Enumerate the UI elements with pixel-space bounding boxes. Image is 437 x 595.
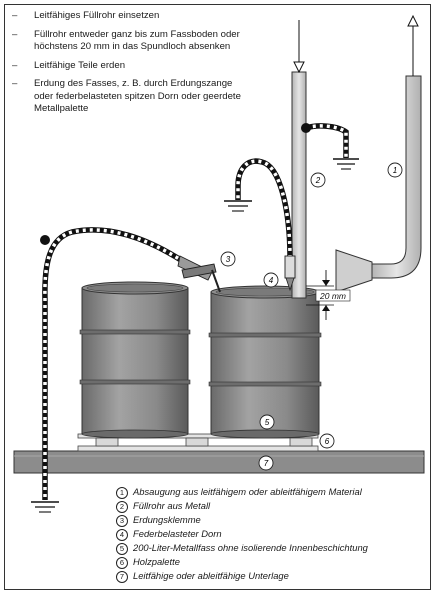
callout-6: 6 <box>319 433 335 449</box>
figure-frame <box>4 4 431 590</box>
callout-4: 4 <box>263 272 279 288</box>
instruction-list: – Leitfähiges Füllrohr einsetzen – Füllroh… <box>8 10 248 122</box>
legend-text: Füllrohr aus Metall <box>133 500 211 511</box>
legend-item: 1 Absaugung aus leitfähigem oder ableitfä… <box>116 485 368 499</box>
legend-list: 1 Absaugung aus leitfähigem oder ableitfä… <box>116 485 368 583</box>
legend-text: Federbelasteter Dorn <box>133 528 222 539</box>
legend-number: 7 <box>116 571 128 583</box>
legend-number: 6 <box>116 557 128 569</box>
legend-number: 5 <box>116 543 128 555</box>
legend-item: 2 Füllrohr aus Metall <box>116 499 368 513</box>
legend-text: Erdungsklemme <box>133 514 201 525</box>
legend-number: 4 <box>116 529 128 541</box>
grounding-cable-clamp <box>31 227 221 513</box>
callout-7: 7 <box>258 455 274 471</box>
legend-text: Leitfähige oder ableitfähige Unterlage <box>133 570 289 581</box>
callout-6-label: 6 <box>325 437 330 446</box>
dimension-20mm: 20 mm <box>306 270 351 320</box>
dimension-label: 20 mm <box>319 291 346 301</box>
legend-item: 4 Federbelasteter Dorn <box>116 527 368 541</box>
wooden-pallet <box>77 433 319 452</box>
legend-text: Holzpalette <box>133 556 180 567</box>
instruction-item: – Leitfähiges Füllrohr einsetzen <box>8 10 248 23</box>
callout-2-label: 2 <box>315 176 321 185</box>
legend-item: 5 200-Liter-Metallfass ohne isolierende I… <box>116 541 368 555</box>
metal-drum-right <box>208 285 322 439</box>
callout-5-label: 5 <box>265 418 270 427</box>
callout-7-label: 7 <box>264 459 269 468</box>
bullet-dash: – <box>12 59 18 71</box>
legend-item: 6 Holzpalette <box>116 555 368 569</box>
callout-4-label: 4 <box>269 276 274 285</box>
callout-1: 1 <box>387 162 403 178</box>
legend-text: 200-Liter-Metallfass ohne isolierende In… <box>133 542 368 553</box>
legend-number: 1 <box>116 487 128 499</box>
callout-3: 3 <box>220 251 236 267</box>
conductive-base <box>13 450 425 474</box>
grounding-cable-mandrel <box>224 158 296 292</box>
instruction-text: Leitfähige Teile erden <box>34 59 126 71</box>
legend-number: 2 <box>116 501 128 513</box>
instruction-text: Erdung des Fasses, z. B. durch Erdungsza… <box>34 78 241 114</box>
bullet-dash: – <box>12 10 18 21</box>
legend-number: 3 <box>116 515 128 527</box>
instruction-text: Füllrohr entweder ganz bis zum Fassboden… <box>34 28 240 53</box>
instruction-item: – Erdung des Fasses, z. B. durch Erdungsz… <box>8 78 248 116</box>
legend-item: 3 Erdungsklemme <box>116 513 368 527</box>
metal-drum-left <box>79 281 191 439</box>
extraction-duct <box>335 14 422 293</box>
instruction-item: – Füllrohr entweder ganz bis zum Fassbode… <box>8 29 248 54</box>
bullet-dash: – <box>12 78 18 89</box>
grounding-clamp <box>177 255 221 293</box>
callout-5: 5 <box>259 414 275 430</box>
instruction-text: Leitfähiges Füllrohr einsetzen <box>34 10 160 21</box>
callout-2: 2 <box>310 172 326 188</box>
instruction-item: – Leitfähige Teile erden <box>8 60 248 73</box>
legend-text: Absaugung aus leitfähigem oder ableitfäh… <box>133 486 362 497</box>
bullet-dash: – <box>12 28 18 40</box>
grounding-cable-pipe <box>301 123 359 170</box>
legend-item: 7 Leitfähige oder ableitfähige Unterlage <box>116 569 368 583</box>
callout-1-label: 1 <box>393 166 397 175</box>
callout-3-label: 3 <box>226 255 231 264</box>
